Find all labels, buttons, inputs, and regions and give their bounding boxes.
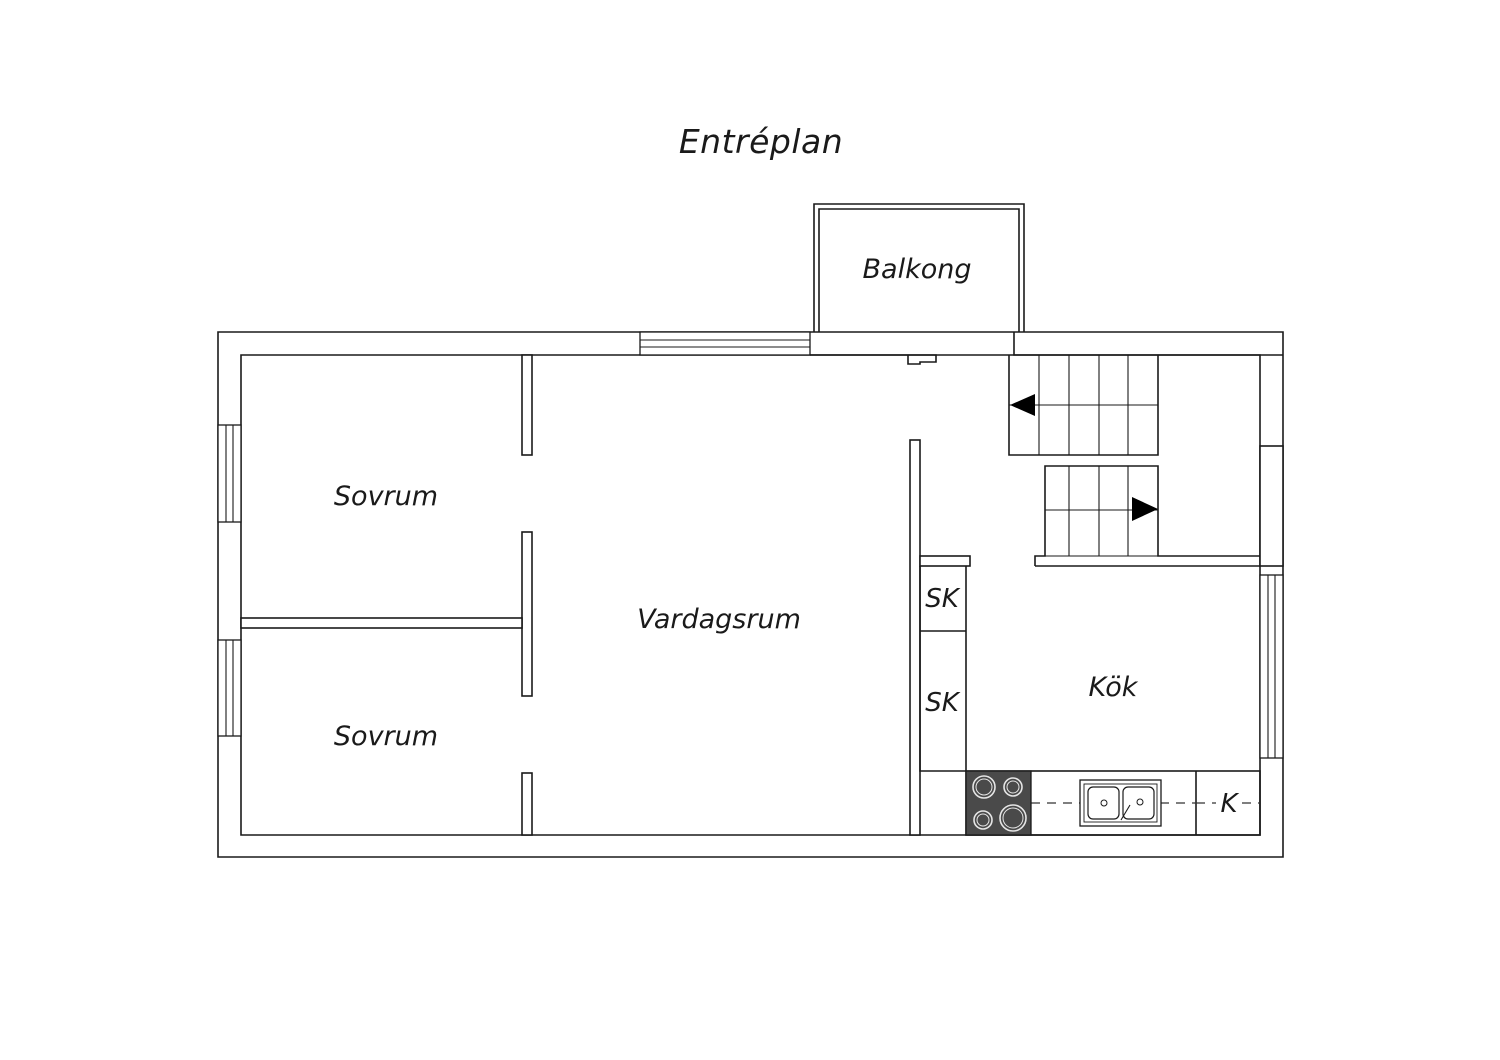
plan-title: Entréplan bbox=[678, 122, 844, 161]
stair-arrow-icon bbox=[1010, 394, 1035, 416]
hall-wall bbox=[810, 354, 937, 365]
balcony bbox=[813, 203, 1025, 333]
window-left-upper bbox=[217, 424, 242, 523]
room-label-bedroom-upper: Sovrum bbox=[334, 481, 438, 512]
window-left-lower bbox=[217, 639, 242, 737]
stair-arrow-icon bbox=[1132, 497, 1158, 521]
sink-icon bbox=[1079, 779, 1162, 827]
room-label-living-room: Vardagsrum bbox=[637, 604, 801, 635]
window-top bbox=[639, 331, 811, 356]
closet-label: SK bbox=[925, 688, 961, 718]
fridge-label: K bbox=[1220, 789, 1239, 819]
kitchen-walls bbox=[909, 439, 971, 836]
room-label-kitchen: Kök bbox=[1089, 672, 1139, 703]
window-right bbox=[1259, 574, 1284, 759]
staircase bbox=[1008, 355, 1284, 567]
exterior-wall bbox=[217, 331, 1284, 858]
room-label-balcony: Balkong bbox=[863, 254, 972, 285]
room-label-bedroom-lower: Sovrum bbox=[334, 721, 438, 752]
closet-label: SK bbox=[925, 584, 961, 614]
bedroom-walls bbox=[240, 354, 533, 836]
stove-icon bbox=[965, 770, 1032, 836]
